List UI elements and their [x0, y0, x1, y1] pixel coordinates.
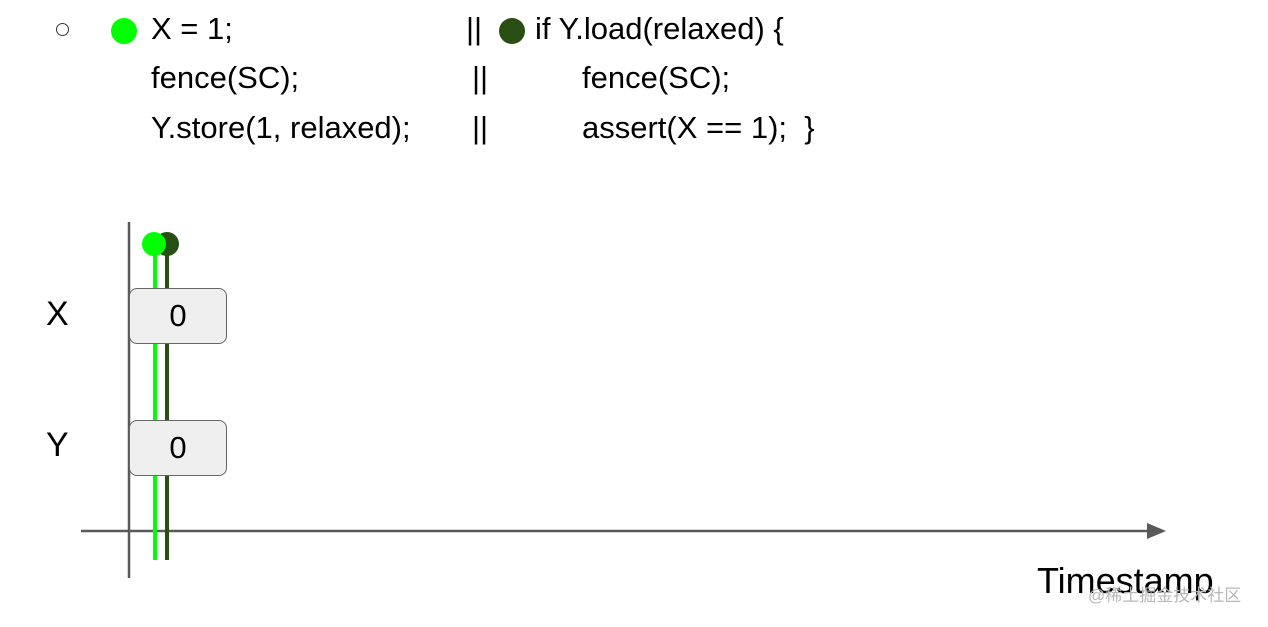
separator-3: || [472, 110, 489, 145]
thread1-line-1: X = 1; [151, 11, 233, 46]
thread2-dot-icon [499, 18, 525, 44]
thread1-head-dot [142, 232, 166, 256]
x-value: 0 [169, 298, 187, 333]
thread2-line-2: fence(SC); [582, 60, 731, 95]
thread1-line-2: fence(SC); [151, 60, 300, 95]
y-value-box: 0 [129, 420, 227, 476]
var-label-y: Y [46, 426, 69, 464]
separator-1: || [466, 11, 483, 46]
thread2-line-1: if Y.load(relaxed) { [535, 11, 784, 46]
y-value: 0 [169, 430, 187, 465]
thread1-dot-icon [111, 18, 137, 44]
watermark: @稀土掘金技术社区 [1088, 586, 1242, 605]
x-axis-arrow-icon [1147, 523, 1166, 539]
thread1-line-3: Y.store(1, relaxed); [151, 110, 411, 145]
separator-2: || [472, 60, 489, 95]
x-value-box: 0 [129, 288, 227, 344]
bullet-circle-icon [56, 23, 69, 36]
thread2-line-3: assert(X == 1); } [582, 110, 815, 145]
x-axis-label: Timestamp [1037, 560, 1214, 601]
var-label-x: X [46, 295, 69, 333]
